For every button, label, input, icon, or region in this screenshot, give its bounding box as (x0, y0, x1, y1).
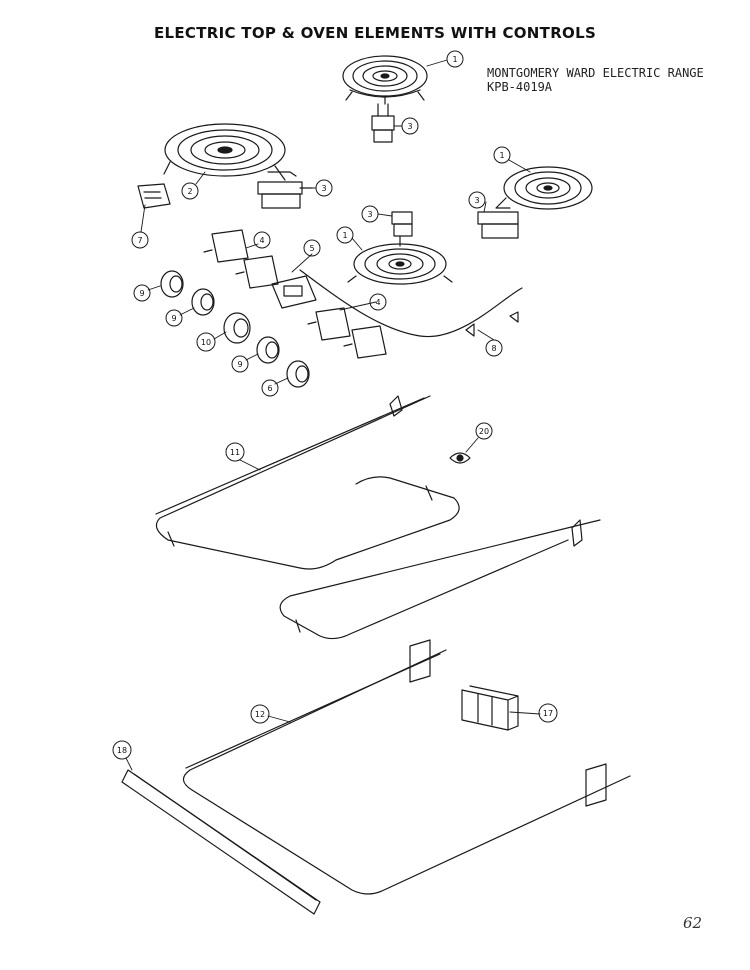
callout-18: 18 (112, 740, 132, 760)
callout-5: 5 (303, 239, 321, 257)
svg-text:6: 6 (267, 384, 272, 393)
svg-text:12: 12 (255, 710, 265, 719)
svg-text:5: 5 (309, 244, 314, 253)
page-number: 62 (683, 914, 703, 932)
svg-text:4: 4 (259, 236, 264, 245)
callout-3-right: 3 (468, 191, 486, 209)
svg-text:9: 9 (237, 360, 242, 369)
callout-9-b: 9 (165, 309, 183, 327)
svg-text:3: 3 (321, 184, 326, 193)
knobs (160, 270, 310, 388)
receptacle-left (257, 181, 313, 209)
svg-text:1: 1 (499, 151, 504, 160)
svg-text:1: 1 (342, 231, 347, 240)
surface-element-top (342, 55, 428, 105)
callout-20: 20 (475, 422, 493, 440)
svg-text:9: 9 (171, 314, 176, 323)
svg-text:18: 18 (117, 746, 127, 755)
callout-3-center: 3 (361, 205, 379, 223)
surface-element-large (163, 123, 297, 181)
callout-2: 2 (181, 182, 199, 200)
svg-text:11: 11 (230, 448, 240, 457)
callout-4-upper: 4 (253, 231, 271, 249)
terminal-block (461, 685, 519, 731)
svg-text:10: 10 (201, 338, 211, 347)
svg-text:1: 1 (452, 55, 457, 64)
callout-leaders (125, 59, 541, 771)
infinite-switch-upper (203, 229, 279, 289)
svg-text:8: 8 (491, 344, 496, 353)
broil-element (155, 395, 460, 570)
callout-10: 10 (196, 332, 216, 352)
callout-9-a: 9 (133, 284, 151, 302)
model-label: MONTGOMERY WARD ELECTRIC RANGE KPB-4019A (487, 66, 704, 94)
selector-switch (271, 275, 317, 309)
terminal-clips (465, 311, 519, 337)
callout-bubbles: 1 3 2 3 1 3 7 3 1 4 5 9 9 4 10 9 6 8 20 … (112, 50, 558, 760)
svg-text:17: 17 (543, 709, 553, 718)
bake-element-upper (279, 519, 601, 640)
oven-sensor (449, 452, 471, 464)
callout-6: 6 (261, 379, 279, 397)
model-line-2: KPB-4019A (487, 80, 553, 94)
model-line-1: MONTGOMERY WARD ELECTRIC RANGE (487, 66, 704, 80)
svg-text:9: 9 (139, 289, 144, 298)
surface-element-center (347, 243, 453, 285)
receptacle-right (477, 211, 519, 239)
bake-element (182, 639, 631, 895)
callout-17: 17 (538, 703, 558, 723)
callout-3-left: 3 (315, 179, 333, 197)
svg-text:2: 2 (187, 187, 192, 196)
svg-text:3: 3 (474, 196, 479, 205)
callout-11: 11 (225, 442, 245, 462)
callout-12: 12 (250, 704, 270, 724)
svg-text:4: 4 (375, 298, 380, 307)
wire-harness (299, 269, 523, 338)
callout-9-c: 9 (231, 355, 249, 373)
callout-1-top: 1 (446, 50, 464, 68)
callout-7: 7 (131, 231, 149, 249)
diagram-title: ELECTRIC TOP & OVEN ELEMENTS WITH CONTRO… (153, 24, 597, 42)
svg-text:20: 20 (479, 427, 489, 436)
infinite-switch-lower (307, 307, 387, 359)
callout-4-lower: 4 (369, 293, 387, 311)
receptacle-center (391, 211, 413, 247)
svg-text:3: 3 (407, 122, 412, 131)
callout-1-center: 1 (336, 226, 354, 244)
callout-1-right: 1 (493, 146, 511, 164)
indicator-light (137, 183, 171, 209)
svg-text:3: 3 (367, 210, 372, 219)
callout-3-top: 3 (401, 117, 419, 135)
trim-strip (121, 769, 321, 915)
callout-8: 8 (485, 339, 503, 357)
receptacle-top (371, 103, 395, 143)
svg-text:7: 7 (137, 236, 142, 245)
surface-element-right (495, 166, 593, 210)
